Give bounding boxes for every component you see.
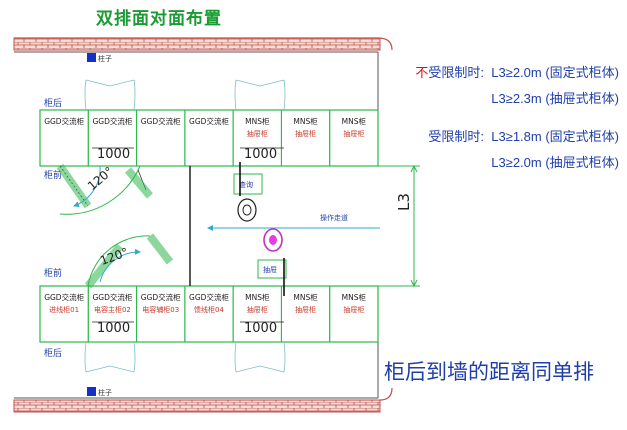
bottom-cabinet-type-3: GGD交流柜 <box>141 292 181 302</box>
bottom-cabinet-name-4: 馈线柜04 <box>194 305 224 314</box>
rule-unrestricted-fixed: 不受限制时: L3≥2.0m (固定式柜体) <box>415 62 619 81</box>
top-cabinet-type-1: GGD交流柜 <box>44 116 84 126</box>
bottom-cabinet-name-6: 抽屉柜 <box>295 305 316 314</box>
top-back-label: 柜后 <box>44 97 62 109</box>
bottom-cabinet-row: GGD交流柜进线柜01GGD交流柜电容主柜02GGD交流柜电容辅柜03GGD交流… <box>39 285 379 343</box>
rule-unrestricted-label: 受限制时: <box>428 65 484 80</box>
bottom-cabinet-type-6: MNS柜 <box>293 292 318 302</box>
bottom-back-label: 柜后 <box>44 347 62 359</box>
angle-label-bottom: 120° <box>98 245 130 268</box>
top-cabinet-3: GGD交流柜 <box>136 109 186 167</box>
dim-1000-bottom-left: 1000 <box>92 321 134 336</box>
pillar-bottom-label: 柱子 <box>98 388 112 397</box>
bottom-cabinet-name-3: 电容辅柜03 <box>142 305 179 314</box>
top-cabinet-type-3: GGD交流柜 <box>141 116 181 126</box>
svg-text:抽屉: 抽屉 <box>263 265 277 274</box>
dim-1000-top-left: 1000 <box>92 147 134 162</box>
bottom-cabinet-type-4: GGD交流柜 <box>189 292 229 302</box>
door-swing-top <box>56 163 154 215</box>
bottom-wall <box>13 340 393 413</box>
top-cabinet-name-6: 抽屉柜 <box>295 129 316 138</box>
bottom-cabinet-type-5: MNS柜 <box>245 292 270 302</box>
bottom-cabinet-name-7: 抽屉柜 <box>343 305 364 314</box>
diagram-title: 双排面对面布置 <box>96 9 222 29</box>
bottom-cabinet-name-5: 抽屉柜 <box>247 305 268 314</box>
bottom-note: 柜后到墙的距离同单排 <box>384 360 594 384</box>
rule-unrestricted-prefix: 不 <box>415 65 429 80</box>
svg-text:1000: 1000 <box>97 321 130 336</box>
rear-doors-bottom <box>84 341 286 373</box>
top-cabinet-type-4: GGD交流柜 <box>189 116 229 126</box>
svg-text:1000: 1000 <box>97 147 130 162</box>
top-cabinet-name-5: 抽屉柜 <box>247 129 268 138</box>
svg-text:查询: 查询 <box>239 180 253 189</box>
svg-text:L3: L3 <box>395 193 413 211</box>
rule-restricted-fixed: 受限制时: L3≥1.8m (固定式柜体) <box>428 126 619 145</box>
dim-1000-top-right: 1000 <box>240 147 284 162</box>
top-cabinet-type-5: MNS柜 <box>245 116 270 126</box>
l3-dimension: L3 <box>378 164 420 288</box>
dim-1000-bottom-right: 1000 <box>240 321 284 336</box>
svg-text:1000: 1000 <box>244 147 277 162</box>
bottom-cabinet-type-7: MNS柜 <box>342 292 367 302</box>
top-cabinet-name-7: 抽屉柜 <box>343 129 364 138</box>
operator-top-icon: 查询 <box>233 162 263 222</box>
pillar-bottom <box>87 387 96 396</box>
rear-doors-top <box>84 79 286 111</box>
rule-unrestricted-drawout: L3≥2.3m (抽屉式柜体) <box>491 91 619 106</box>
pillar-top <box>87 53 96 62</box>
top-cabinet-1: GGD交流柜 <box>39 109 89 167</box>
bottom-cabinet-type-1: GGD交流柜 <box>44 292 84 302</box>
pillar-top-label: 柱子 <box>98 54 112 63</box>
rule-restricted-drawout: L3≥2.0m (抽屉式柜体) <box>491 155 619 170</box>
rule-unrestricted-fixed-text: L3≥2.0m (固定式柜体) <box>491 65 619 80</box>
bottom-front-label: 柜前 <box>44 267 62 279</box>
top-cabinet-4: GGD交流柜 <box>184 109 234 167</box>
top-front-label: 柜前 <box>44 169 62 181</box>
bottom-cabinet-name-1: 进线柜01 <box>49 305 79 314</box>
rule-restricted-label: 受限制时: <box>428 129 484 144</box>
bottom-cabinet-name-2: 电容主柜02 <box>94 305 131 314</box>
rule-restricted-fixed-text: L3≥1.8m (固定式柜体) <box>491 129 619 144</box>
top-wall <box>13 37 393 112</box>
top-cabinet-type-6: MNS柜 <box>293 116 318 126</box>
bottom-cabinet-type-2: GGD交流柜 <box>92 292 132 302</box>
top-cabinet-type-7: MNS柜 <box>342 116 367 126</box>
top-cabinet-type-2: GGD交流柜 <box>92 116 132 126</box>
svg-text:1000: 1000 <box>244 321 277 336</box>
operator-bottom-icon: 抽屉 <box>257 228 287 296</box>
door-swing-bottom <box>84 233 174 289</box>
aisle-label: 操作走道 <box>320 213 348 222</box>
angle-label-top: 120° <box>85 164 116 193</box>
